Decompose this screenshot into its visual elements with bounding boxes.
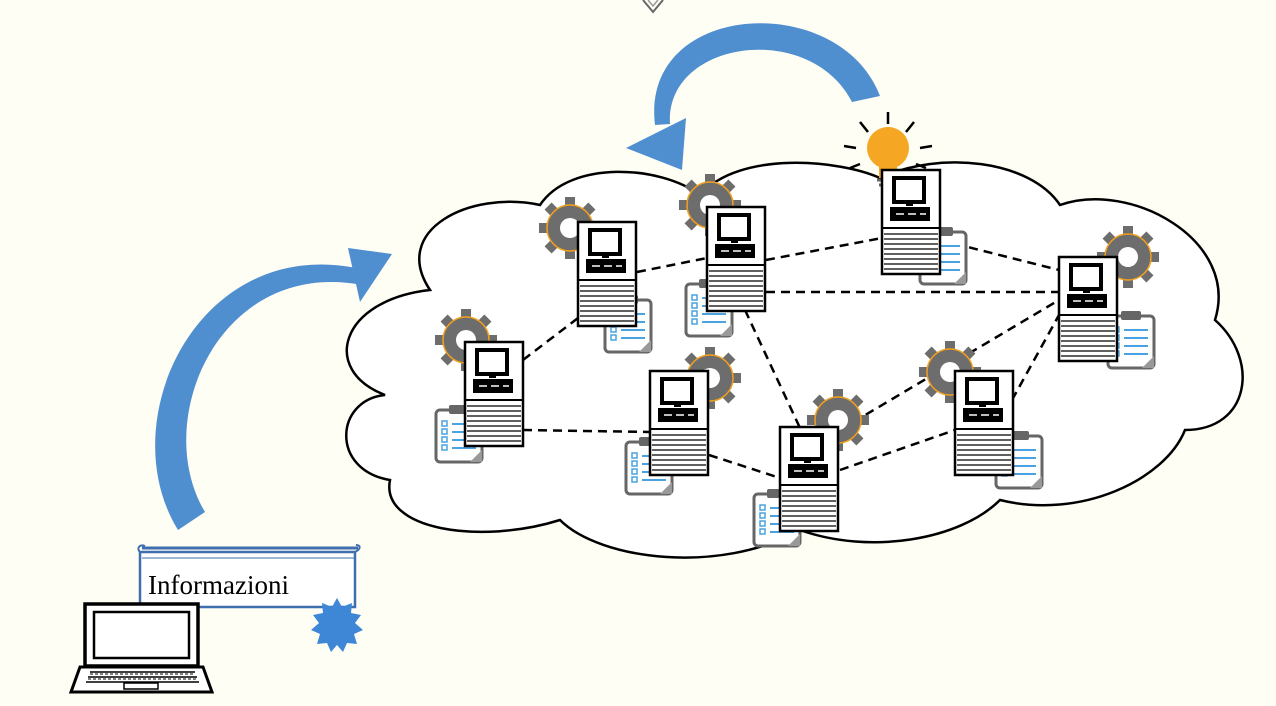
loop-arrow <box>626 23 880 170</box>
server-node <box>953 369 1015 477</box>
server-node <box>576 220 638 328</box>
banner-label: Informazioni <box>148 570 289 600</box>
server-node <box>778 425 840 533</box>
lightbulb-rays <box>843 112 933 170</box>
laptop-icon <box>68 602 215 694</box>
server-node <box>705 205 767 313</box>
server-node <box>1057 255 1119 363</box>
server-node <box>463 340 525 448</box>
starburst-icon <box>311 598 363 652</box>
information-banner: Informazioni <box>137 544 361 609</box>
server-node <box>880 168 942 276</box>
server-node <box>648 369 710 477</box>
upload-arrow <box>155 248 392 530</box>
diamond-icon <box>642 0 664 14</box>
